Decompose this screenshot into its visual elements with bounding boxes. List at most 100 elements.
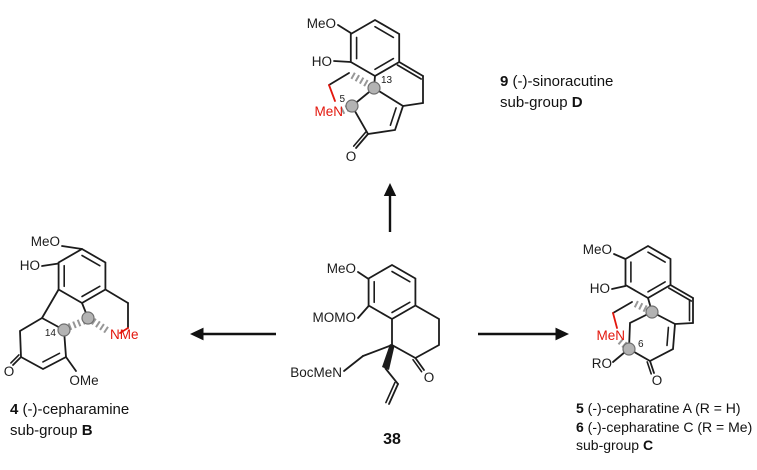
bond-segment [104, 288, 129, 304]
compound-name: (-)-cepharatine C (R = Me) [583, 418, 753, 435]
stereocenter-6-dot [622, 342, 636, 356]
bond-segment [667, 287, 693, 302]
compound-number: 4 [10, 401, 19, 418]
atom-label-meo: MeO [31, 234, 60, 249]
stereocenter-5-dot [345, 99, 359, 113]
subgroup-letter: D [571, 94, 583, 111]
hashed-stereo-bond [348, 70, 373, 90]
bond-segment [385, 381, 396, 404]
caption-sinoracutine: 9 (-)-sinoracutine sub-group D [500, 71, 613, 113]
atom-label-nme: NMe [110, 327, 139, 342]
compound-name: (-)-sinoracutine [508, 73, 614, 90]
compound-number: 9 [500, 73, 509, 90]
stereocenter-dot [81, 311, 95, 325]
compound-name: (-)-cepharatine A (R = H) [583, 400, 741, 416]
subgroup-label: sub-group [500, 94, 572, 111]
arrow-head [190, 327, 204, 341]
subgroup-line: sub-group D [500, 92, 613, 113]
bond-segment [674, 322, 694, 325]
bond-segment [337, 24, 352, 34]
hashed-stereo-bond [617, 338, 630, 350]
atom-label-meo: MeO [327, 261, 356, 276]
caption-cepharamine: 4 (-)-cepharamine sub-group B [10, 399, 129, 441]
bond-skeleton [343, 271, 440, 405]
bond-segment [389, 107, 397, 126]
caption-cepharatine: 5 (-)-cepharatine A (R = H) 6 (-)-cephar… [576, 399, 752, 455]
bond-segment [391, 301, 411, 314]
locant-5: 5 [339, 94, 345, 105]
locant-14: 14 [45, 328, 57, 339]
benzene-ring [349, 18, 401, 78]
atom-label-meo: MeO [307, 16, 336, 31]
bond-segment [388, 383, 399, 405]
bond-segment [355, 133, 369, 149]
bond-segment [10, 354, 20, 364]
hashed-stereo-bond [67, 317, 86, 331]
arrow-up [383, 183, 397, 232]
bond-segment [402, 102, 424, 107]
bond-segment [649, 360, 655, 374]
bond-segment [612, 301, 633, 314]
structure-cepharatine: MeO HO MeN 6 RO O [583, 242, 694, 388]
subgroup-line: sub-group B [10, 420, 129, 441]
bond-segment [374, 25, 395, 39]
bond-segment [81, 254, 101, 267]
bond-skeleton [10, 245, 129, 372]
nitrogen-bond [328, 84, 336, 102]
bond-segment [328, 72, 350, 86]
bond-segment [398, 61, 424, 77]
bond-segment [343, 355, 364, 372]
bond-segment [357, 305, 370, 319]
atom-label-ro: RO [592, 356, 612, 371]
bond-segment [396, 64, 423, 80]
atom-label-ho: HO [20, 258, 40, 273]
benzene-ring [57, 247, 107, 305]
wedge-bond [382, 344, 395, 370]
bond-segment [357, 271, 370, 280]
bond-skeleton [328, 24, 424, 149]
bond-segment [646, 361, 653, 375]
compound-name-line: 4 (-)-cepharamine [10, 399, 129, 420]
bond-segment [12, 356, 22, 366]
structure-intermediate-38: MeO MOMO BocMeN O [290, 261, 440, 405]
hashed-stereo-bond [91, 318, 110, 334]
bond-segment [647, 281, 666, 293]
structure-sinoracutine: MeO HO 13 5 MeN O [307, 16, 424, 164]
arrow-head [383, 183, 397, 196]
compound-number: 6 [576, 418, 584, 435]
stereocenter-14-dot [57, 323, 71, 337]
bond-segment [352, 131, 367, 147]
bond-segment [391, 270, 411, 283]
bond-segment [647, 251, 666, 263]
benzene-ring [367, 263, 417, 321]
stereocenter-dot [645, 305, 659, 319]
compound-name-line: 5 (-)-cepharatine A (R = H) [576, 399, 752, 418]
compound-name-line: 6 (-)-cepharatine C (R = Me) [576, 418, 752, 437]
compound-number: 38 [383, 431, 401, 448]
subgroup-letter: C [642, 437, 654, 453]
stereocenter-13-dot [367, 81, 381, 95]
bond-segment [414, 357, 425, 371]
subgroup-line: sub-group C [576, 436, 752, 455]
arrow-head [555, 327, 569, 341]
bond-segment [41, 262, 60, 267]
bond-segment [374, 57, 395, 71]
bond-segment [613, 253, 627, 260]
compound-name: (-)-cepharamine [18, 401, 130, 418]
structure-cepharamine: MeO HO 14 NMe O OMe [4, 234, 139, 388]
bond-segment [41, 288, 60, 319]
bond-segment [57, 247, 107, 305]
atom-label-men: MeN [596, 328, 625, 343]
bond-segment [362, 344, 393, 357]
locant-13: 13 [381, 75, 393, 86]
subgroup-label: sub-group [576, 437, 643, 453]
atom-label-ketone-o: O [652, 373, 663, 388]
bond-segment [412, 358, 423, 373]
arrow-left [190, 327, 276, 341]
compound-number: 5 [576, 400, 584, 416]
bond-segment [81, 285, 101, 298]
atom-label-bocmen: BocMeN [290, 365, 342, 380]
atom-label-ketone-o: O [4, 364, 15, 379]
atom-label-ketone-o: O [424, 370, 435, 385]
